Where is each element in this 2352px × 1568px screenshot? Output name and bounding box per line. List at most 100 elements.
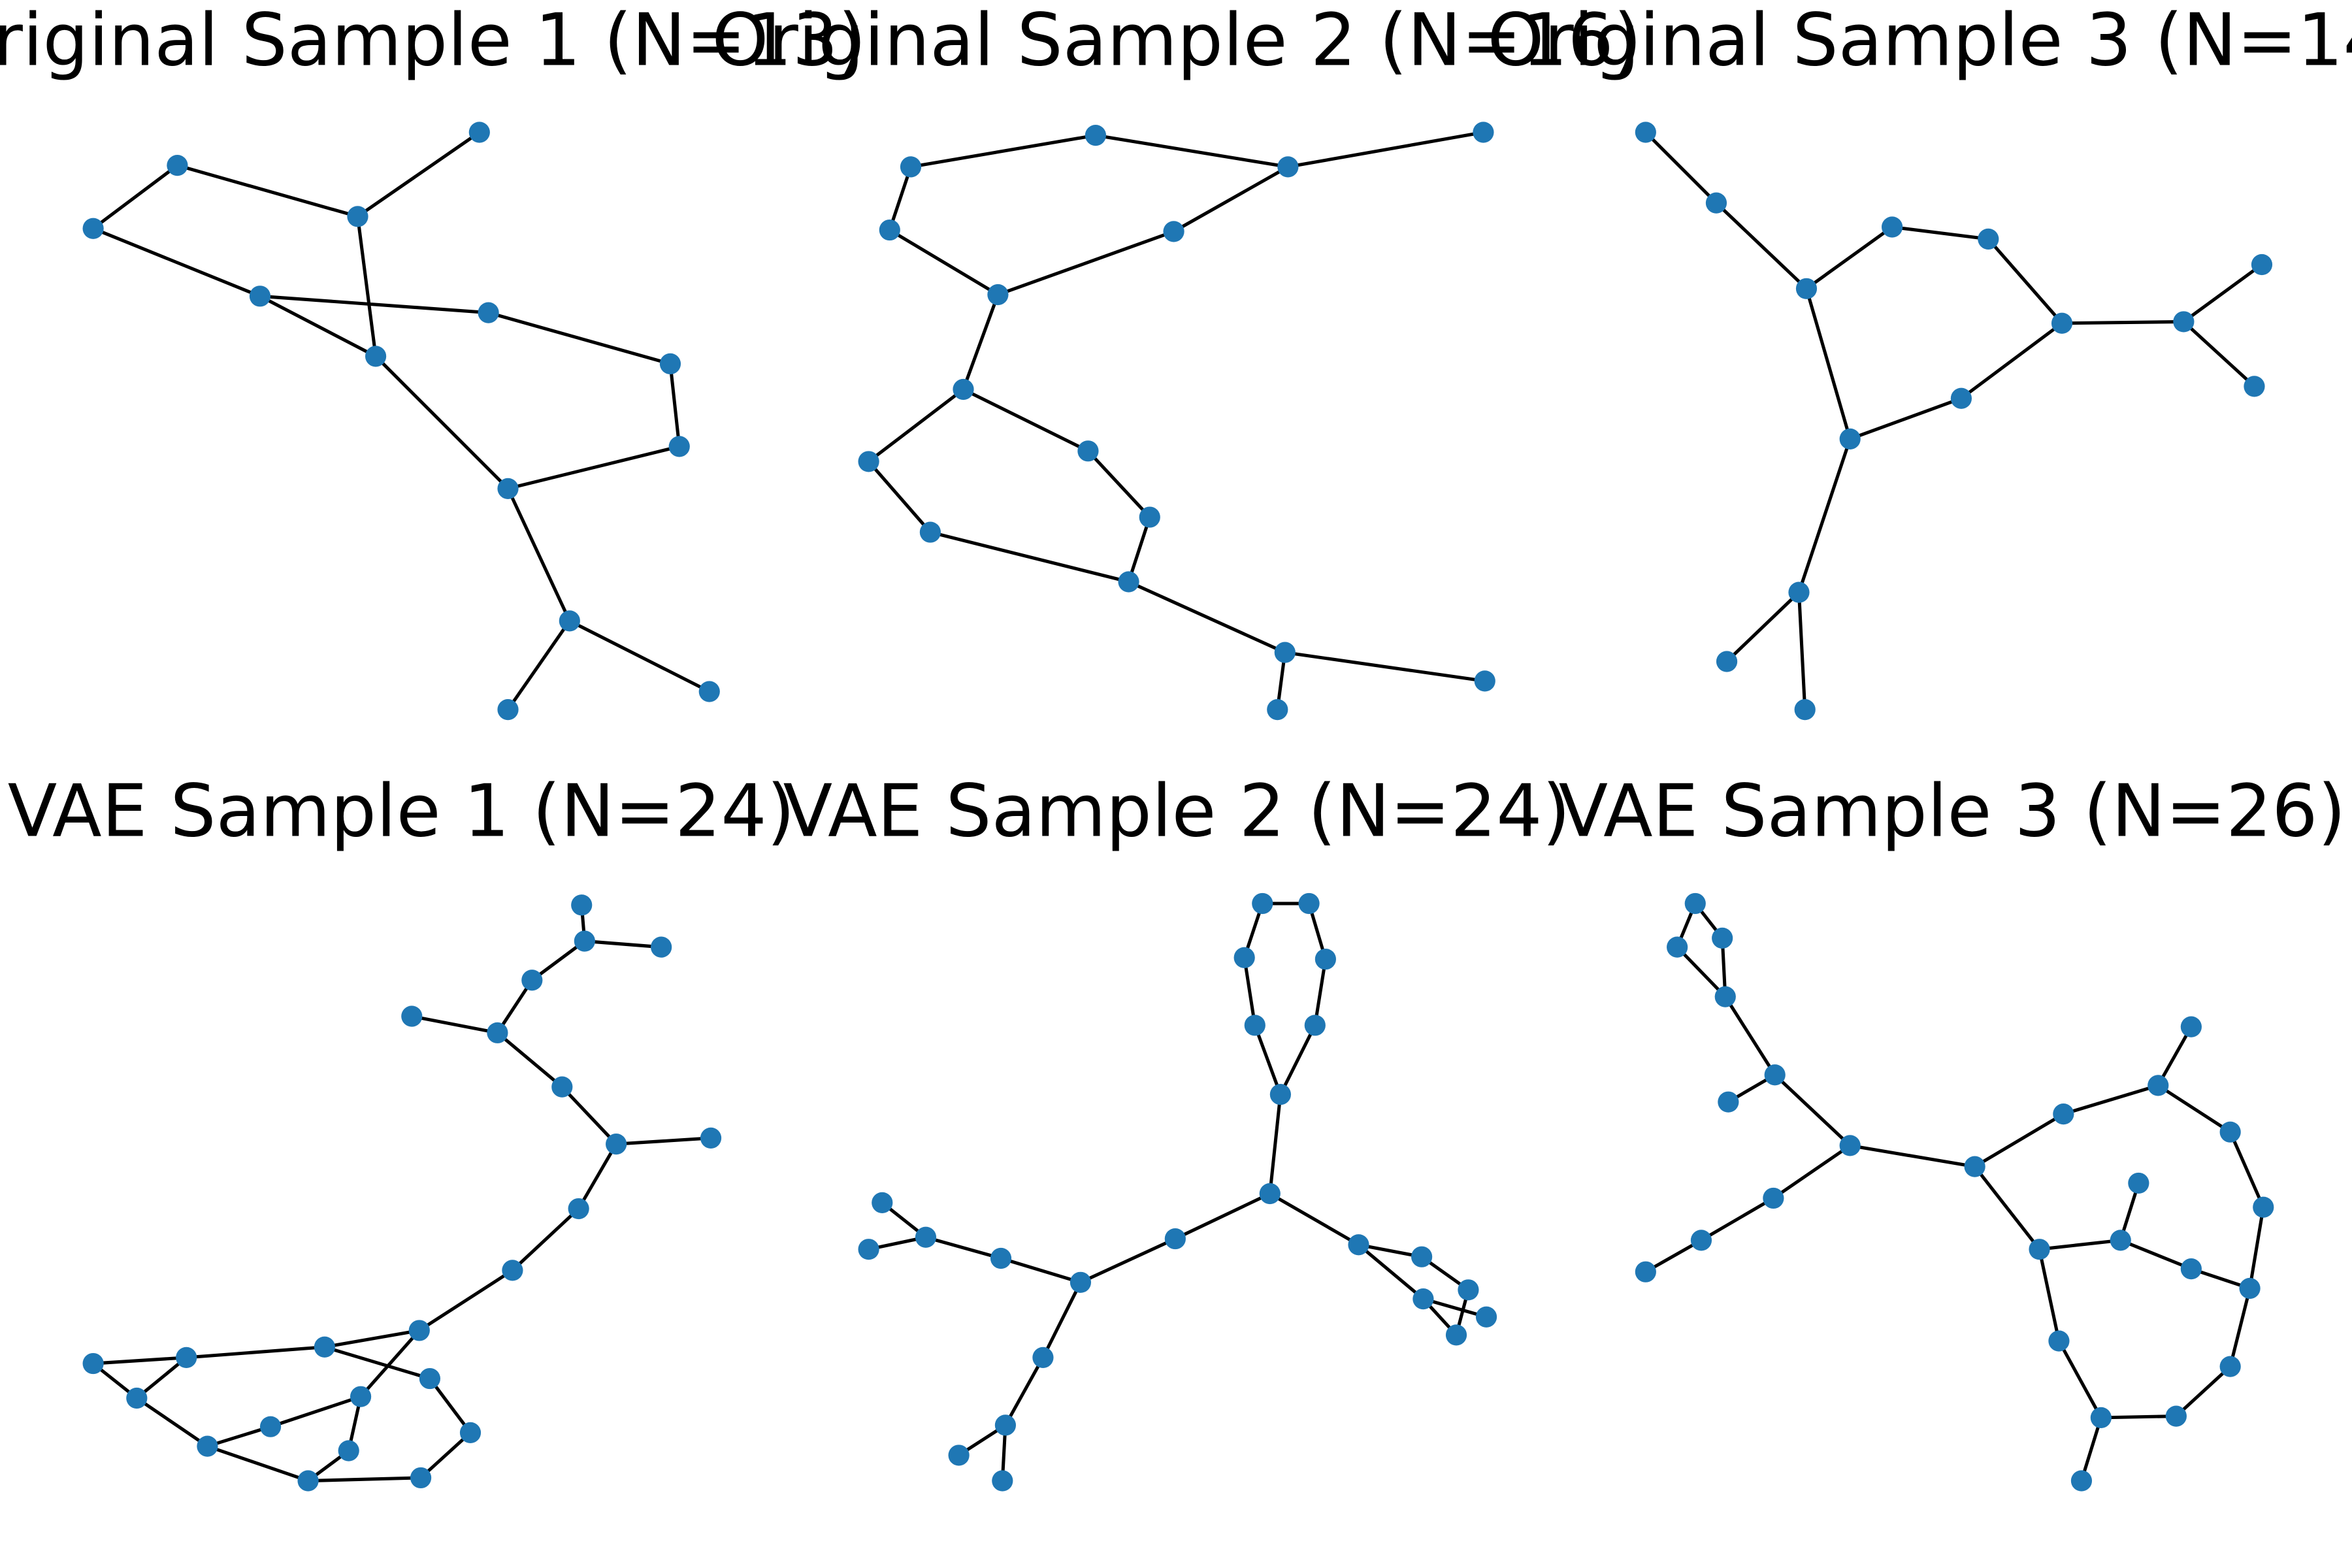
graph-edge <box>1268 1094 1282 1194</box>
graph-node <box>953 378 974 400</box>
graph-node <box>419 1367 440 1390</box>
graph-edge <box>2063 1083 2159 1116</box>
graph-edge <box>962 294 1000 390</box>
graph-node <box>1690 1230 1712 1251</box>
graph-panel-3: Original Sample 3 (N=14) <box>1487 0 2352 721</box>
panel-title: VAE Sample 3 (N=26) <box>1559 770 2346 854</box>
graph-node <box>1304 1015 1326 1036</box>
graph-node <box>1475 1306 1497 1328</box>
graph-node <box>858 451 879 472</box>
graph-node <box>559 610 580 632</box>
graph-node <box>1839 428 1861 450</box>
graph-edge <box>1773 1073 1852 1147</box>
graph-panel-2: Original Sample 2 (N=16) <box>712 0 1642 721</box>
graph-node <box>408 1320 430 1341</box>
graph-panel-5: VAE Sample 2 (N=24) <box>783 770 1571 1492</box>
graph-node <box>1712 927 1733 949</box>
graph-node <box>1252 892 1273 915</box>
graph-node <box>2110 1230 2131 1251</box>
graph-node <box>2070 1470 2093 1492</box>
graph-node <box>459 1422 482 1444</box>
graph-node <box>365 346 387 367</box>
graph-edge <box>1849 397 1962 441</box>
graph-node <box>551 1076 573 1098</box>
graph-edge <box>615 1136 711 1146</box>
graph-node <box>2128 1172 2149 1194</box>
graph-node <box>1718 1091 1739 1113</box>
graph-node <box>82 1352 104 1375</box>
graph-edge <box>2229 1131 2265 1208</box>
graph-node <box>900 156 922 178</box>
graph-node <box>651 936 672 958</box>
graph-edge <box>2062 319 2184 325</box>
graph-node <box>167 155 188 176</box>
graph-node <box>314 1336 335 1358</box>
graph-edge <box>1079 1237 1176 1284</box>
graph-node <box>1705 192 1727 214</box>
graph-node <box>700 1127 722 1149</box>
graph-edge <box>2039 1238 2121 1251</box>
graph-edge <box>2100 1414 2176 1420</box>
graph-node <box>1085 124 1107 146</box>
graph-node <box>2051 312 2073 334</box>
graph-edge <box>308 1476 421 1483</box>
graph-edge <box>2175 1365 2232 1418</box>
graph-edge <box>1973 1166 2041 1250</box>
graph-node <box>1139 506 1160 528</box>
graph-edge <box>487 311 671 366</box>
graph-panel-4: VAE Sample 1 (N=24) <box>8 770 795 1492</box>
panel-title: Original Sample 1 (N=13) <box>0 0 866 82</box>
graph-node <box>1118 571 1139 593</box>
graph-edge <box>1974 1112 2065 1168</box>
graph-edge <box>2119 1239 2192 1271</box>
graph-node <box>1635 122 1656 143</box>
graph-edge <box>1313 958 1328 1026</box>
graph-node <box>1445 1324 1467 1346</box>
graph-node <box>2180 1016 2202 1037</box>
graph-edge <box>186 1345 325 1360</box>
graph-edge <box>868 387 965 463</box>
graph-edge <box>135 1356 188 1399</box>
graph-edge <box>1095 133 1288 169</box>
graph-edge <box>324 1328 420 1349</box>
panel-title: Original Sample 3 (N=14) <box>1487 0 2352 82</box>
graph-node <box>2048 1330 2070 1352</box>
graph-node <box>659 353 681 374</box>
graph-edge <box>270 1395 361 1429</box>
graph-node <box>1413 1288 1434 1310</box>
graph-node <box>1882 216 1903 238</box>
graph-edge <box>206 1425 271 1448</box>
graph-node <box>1964 1156 1985 1177</box>
graph-node <box>571 894 593 916</box>
graph-node <box>915 1226 937 1248</box>
graph-node <box>2239 1277 2261 1299</box>
graph-node <box>1764 1064 1786 1086</box>
graph-edge <box>1700 1196 1774 1242</box>
graph-edge <box>176 163 359 218</box>
graph-node <box>1315 948 1336 970</box>
graph-node <box>1259 1183 1281 1205</box>
graph-node <box>249 286 271 307</box>
graph-node <box>176 1347 197 1368</box>
graph-node <box>2180 1258 2202 1280</box>
graph-edge <box>92 227 261 298</box>
graph-edge <box>506 619 571 711</box>
graph-edge <box>1805 225 1893 290</box>
graph-node <box>2165 1405 2187 1427</box>
graph-edge <box>1004 1356 1045 1426</box>
graph-node <box>468 122 490 143</box>
graph-node <box>2053 1103 2074 1125</box>
graph-edge <box>889 228 999 297</box>
graph-node <box>1348 1234 1369 1256</box>
graph-node <box>259 1416 282 1437</box>
graph-node <box>992 1470 1013 1492</box>
graph-node <box>1070 1271 1092 1293</box>
graph-edge <box>962 387 1089 453</box>
graph-edge <box>2057 1340 2103 1419</box>
graph-node <box>1667 936 1688 958</box>
graph-edge <box>355 216 378 357</box>
graph-edge <box>1723 996 1776 1076</box>
graph-node <box>401 1005 423 1027</box>
graph-edge <box>1243 957 1257 1026</box>
graph-edge <box>584 939 662 949</box>
